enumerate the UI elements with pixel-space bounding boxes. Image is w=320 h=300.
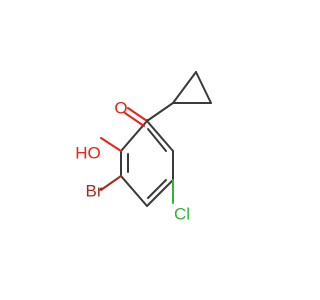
molecule-diagram: O HO Br Cl [75,71,212,223]
bond-carbonyl-cyclopropyl [146,102,174,122]
carbonyl-oxygen-label: O [114,98,127,117]
bond-c6-c1 [146,120,174,152]
benzene-ring [120,120,174,207]
double-bond-c6-c1-inner [147,128,167,152]
structure-canvas: O HO Br Cl [75,71,212,224]
bond-c3-c4 [120,175,148,207]
chlorine-label: Cl [174,204,190,223]
cyclopropyl-bond-b [195,71,212,104]
bond-c4-c5 [146,179,174,207]
double-bond-c4-c5-inner [147,179,167,199]
cyclopropyl-ring [146,71,212,122]
bond-bromine [100,175,122,191]
bromine-label: Br [86,181,103,200]
hydroxyl-label: HO [75,143,101,162]
bond-hydroxyl [100,137,122,152]
carbonyl-double-bond-b [124,112,145,127]
carbonyl-double-bond-a [127,107,148,122]
cyclopropyl-bond-c [172,71,197,104]
